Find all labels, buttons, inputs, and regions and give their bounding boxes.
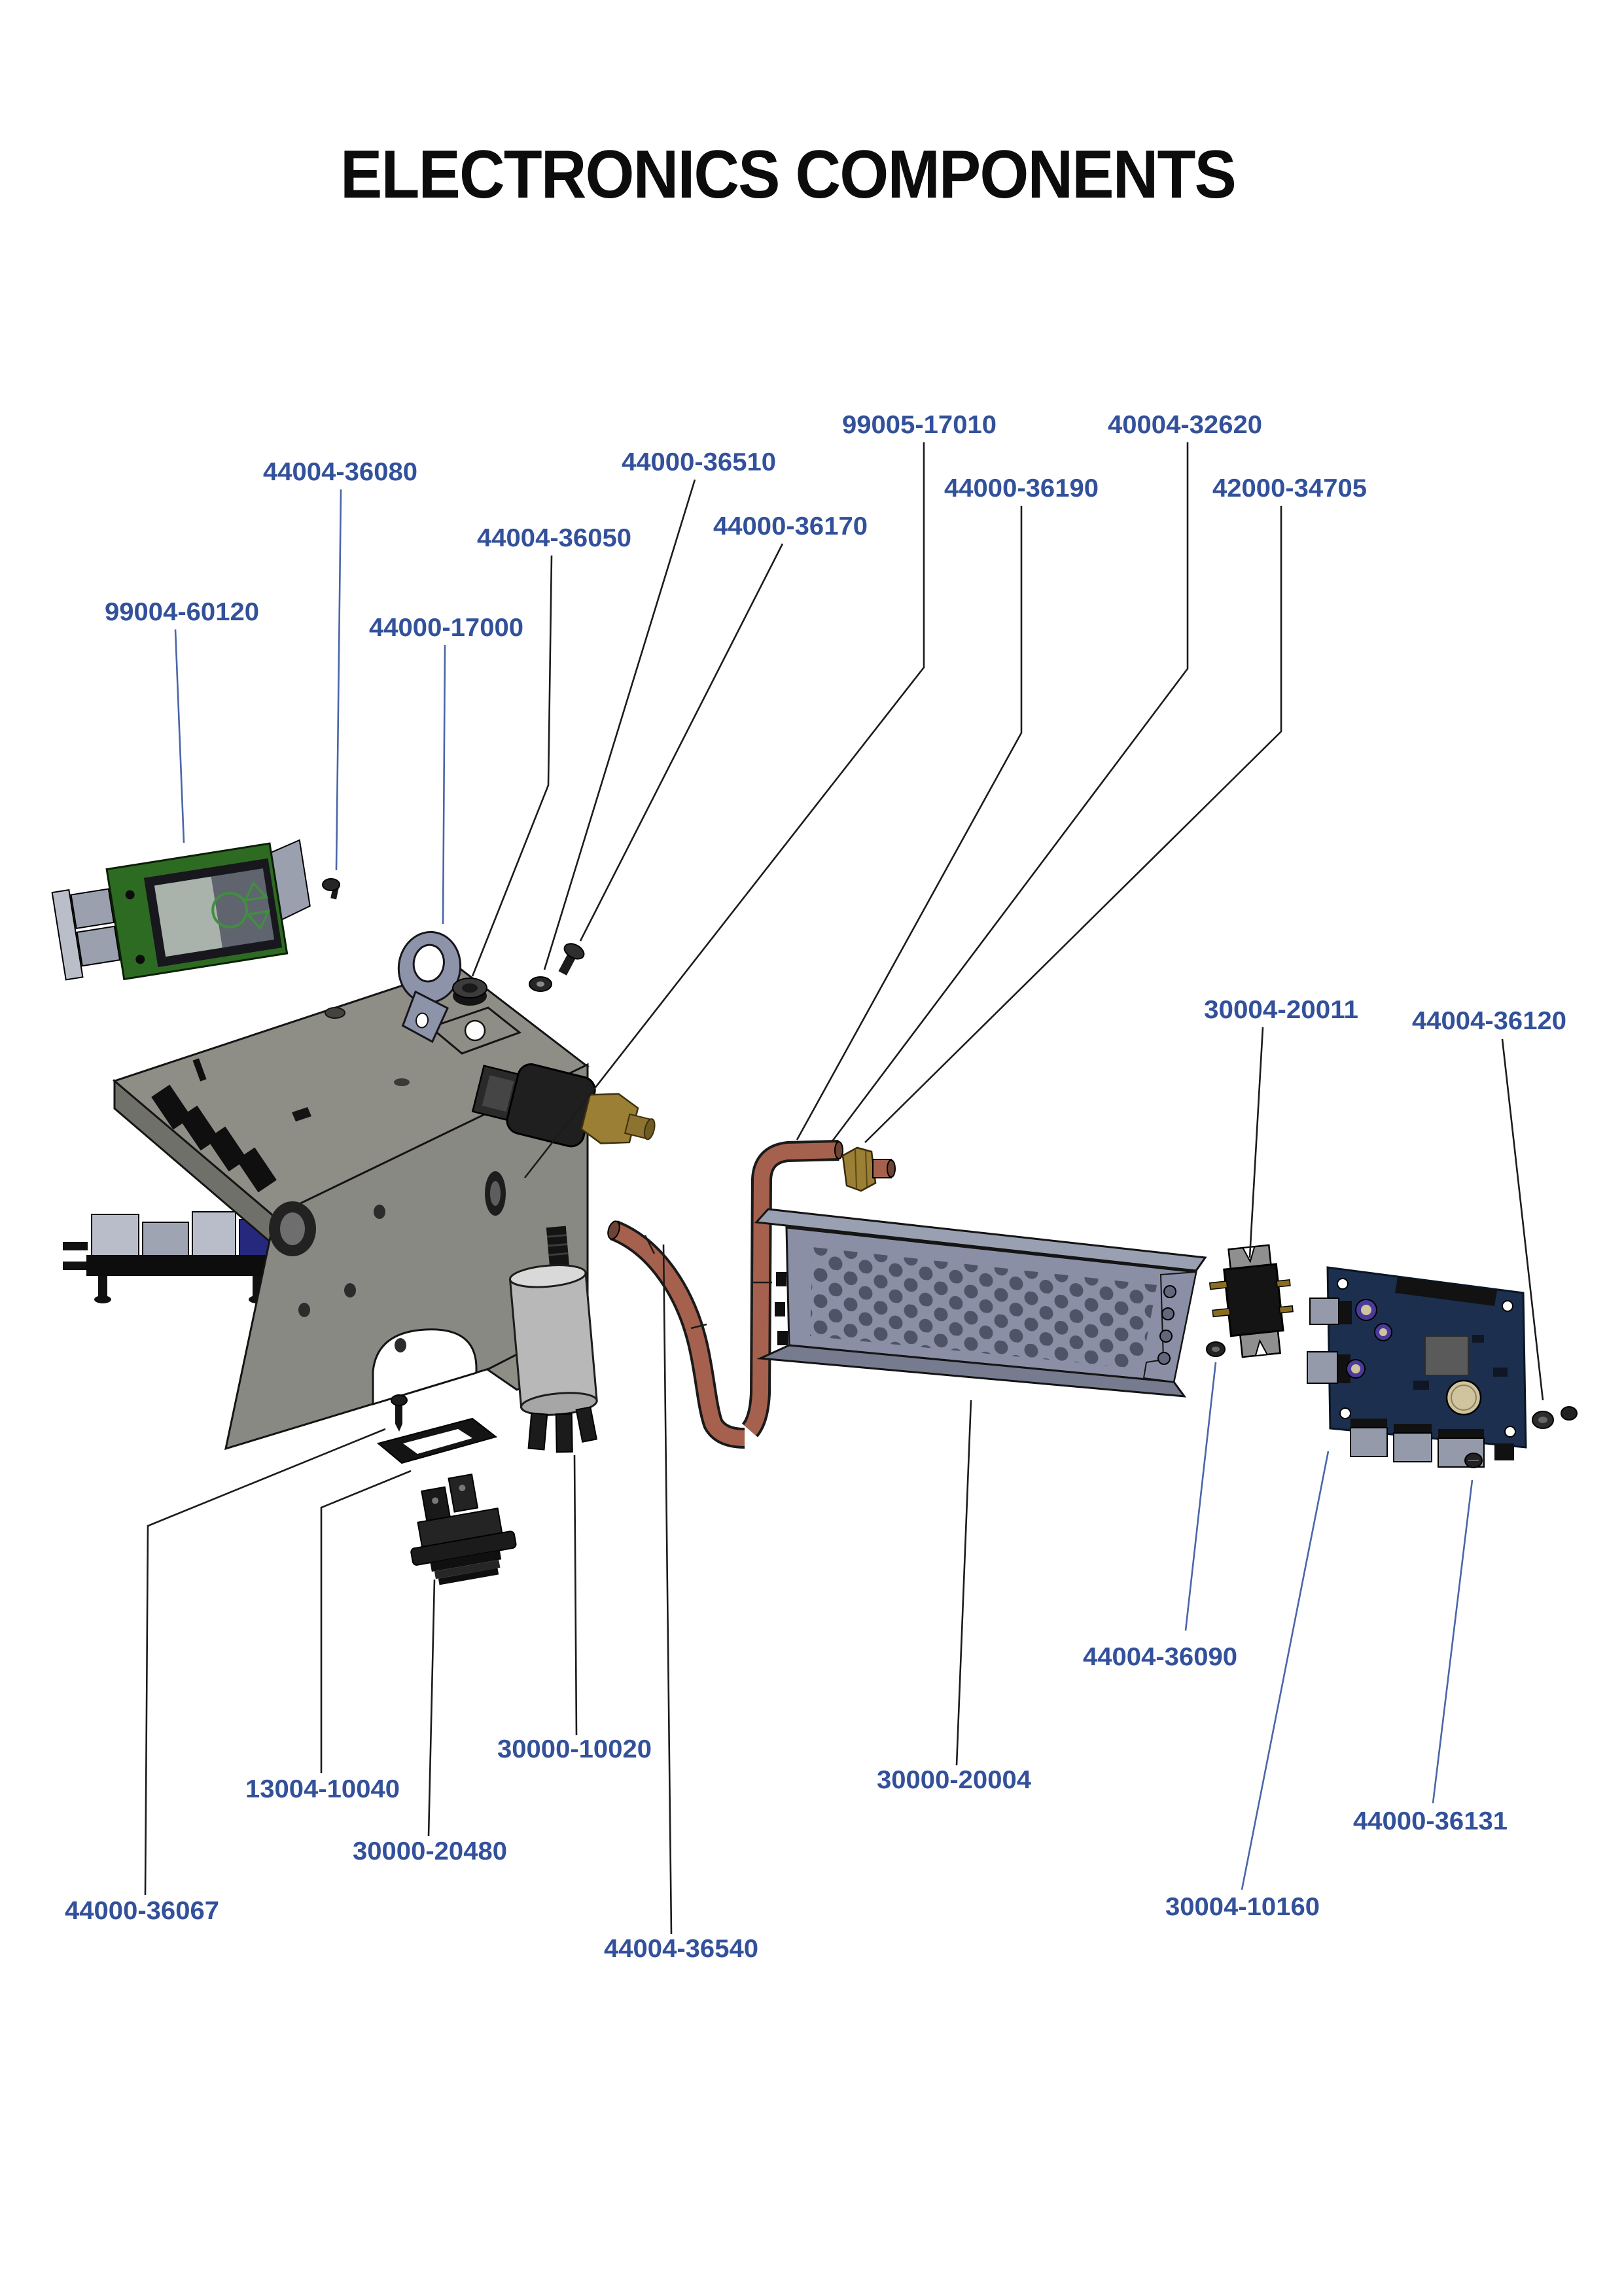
part-label-cover-screw: 44004-36090	[1083, 1643, 1237, 1671]
part-label-flat-screw: 44000-36170	[713, 512, 868, 540]
copper-tube-left	[607, 1220, 745, 1449]
part-label-gasket: 13004-10040	[245, 1775, 400, 1803]
clamp-nut	[452, 978, 487, 1006]
page-title: ELECTRONICS COMPONENTS	[340, 137, 1235, 213]
leader-line-flare-nut	[864, 506, 1282, 1143]
washer	[529, 976, 552, 992]
perforation-grid	[810, 1247, 1157, 1369]
part-label-countersunk-screw: 44000-36067	[65, 1897, 219, 1925]
leader-line-control-board	[1241, 1451, 1330, 1890]
part-label-flare-nut: 42000-34705	[1212, 474, 1367, 503]
part-label-board-screw: 44000-36131	[1353, 1807, 1508, 1835]
leader-line-countersunk-screw	[144, 1428, 386, 1896]
leader-line-pipe-run	[831, 442, 1189, 1142]
pressure-switch	[471, 1063, 656, 1148]
leader-line-display-board	[174, 629, 185, 843]
leader-line-terminal-block	[1248, 1027, 1264, 1258]
leader-line-rocker-switch	[427, 1579, 436, 1837]
gasket	[376, 1417, 498, 1464]
lcd-down-arrow-icon	[245, 910, 271, 930]
part-label-pipe-run: 40004-32620	[1108, 411, 1262, 439]
cable-clamp	[397, 930, 462, 1044]
part-label-copper-tube-left: 44004-36540	[604, 1935, 758, 1963]
leader-line-copper-tube-left	[662, 1244, 673, 1935]
leader-line-cover-screw	[1184, 1362, 1217, 1631]
leader-line-clamp-nut	[471, 555, 553, 977]
leader-line-flat-screw	[579, 543, 784, 942]
bracket-arch-cutout	[372, 1328, 478, 1406]
part-label-washer: 44000-36510	[622, 448, 776, 476]
leader-line-gasket	[320, 1470, 412, 1773]
leader-line-heater-cover	[955, 1400, 972, 1766]
cover-screw	[1206, 1341, 1226, 1357]
part-label-heater-cover: 30000-20004	[877, 1766, 1031, 1794]
countersunk-screw	[391, 1394, 408, 1432]
part-label-rocker-switch: 30000-20480	[353, 1837, 507, 1865]
part-label-clamp-nut: 44004-36050	[477, 524, 631, 552]
copper-tube-right	[741, 1140, 843, 1438]
leader-line-capacitor	[573, 1455, 578, 1736]
rocker-switch	[410, 1474, 517, 1585]
terminal-block	[1209, 1244, 1294, 1358]
lcd-up-arrow-icon	[243, 881, 269, 902]
part-label-board-nut: 44004-36120	[1412, 1007, 1566, 1035]
board-screw	[1464, 1453, 1483, 1468]
flare-nut	[841, 1146, 896, 1192]
pin-headers	[151, 1058, 277, 1193]
part-label-copper-tube-right: 44000-36190	[944, 474, 1099, 503]
part-label-terminal-block: 30004-20011	[1204, 996, 1358, 1024]
part-label-capacitor: 30000-10020	[497, 1735, 652, 1763]
callouts: 99004-60120 44004-36080 44004-36050 44000-1…	[65, 411, 1566, 1963]
flat-screw	[558, 943, 585, 976]
leader-line-copper-tube-right	[796, 506, 1023, 1140]
part-label-mounting-screw: 44004-36080	[263, 458, 417, 486]
mounting-bracket	[112, 966, 590, 1451]
lcd-circle-icon	[211, 891, 249, 928]
mounting-screw	[322, 878, 340, 900]
leader-line-pressure-switch	[523, 442, 925, 1178]
leader-line-washer	[543, 479, 696, 970]
part-label-display-board: 99004-60120	[105, 598, 259, 626]
leader-line-cable-clamp	[442, 645, 446, 925]
control-board	[1307, 1266, 1527, 1468]
part-label-control-board: 30004-10160	[1165, 1893, 1320, 1921]
leader-line-board-screw	[1432, 1479, 1474, 1804]
heater-cover	[754, 1208, 1207, 1398]
capacitor	[508, 1226, 598, 1453]
bracket-hole	[464, 1019, 486, 1042]
leader-line-board-nut	[1501, 1038, 1544, 1401]
ic-chip	[1424, 1335, 1469, 1376]
part-label-cable-clamp: 44000-17000	[369, 614, 523, 642]
board-nut	[1532, 1406, 1578, 1429]
part-label-pressure-switch: 99005-17010	[842, 411, 997, 439]
leader-line-mounting-screw	[335, 489, 342, 871]
display-board	[51, 839, 311, 981]
